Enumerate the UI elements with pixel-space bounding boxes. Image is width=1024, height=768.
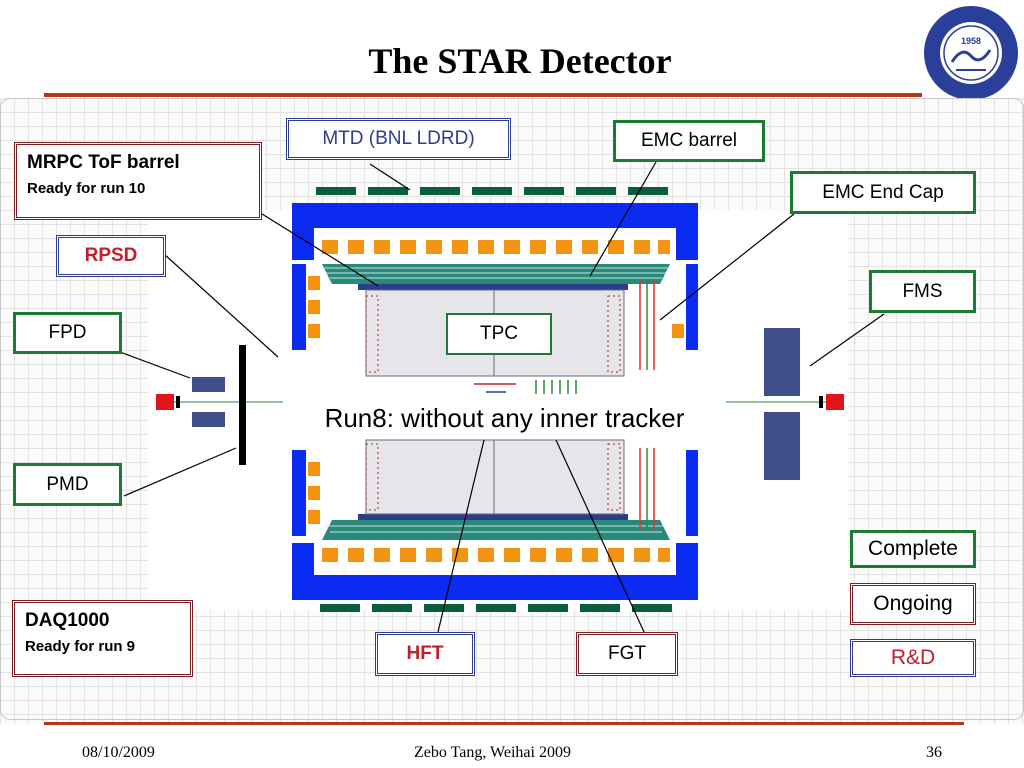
fms-detector-upper xyxy=(764,328,800,396)
fgt-disks xyxy=(535,380,577,394)
legend-complete-text: Complete xyxy=(868,537,958,560)
rpsd-label-text: RPSD xyxy=(84,245,138,266)
emc-endcap-label: EMC End Cap xyxy=(790,171,976,214)
legend-rnd-text: R&D xyxy=(890,646,936,669)
pmd-detector xyxy=(239,345,246,465)
footer-date: 08/10/2009 xyxy=(82,744,155,761)
magnet-bottom xyxy=(292,450,698,600)
footer-rule xyxy=(44,722,964,725)
emc-endcap-label-text: EMC End Cap xyxy=(822,181,944,203)
fpd-detector-upper xyxy=(192,377,225,392)
fgt-label: FGT xyxy=(576,632,678,676)
endcap-lines xyxy=(639,280,655,530)
rpsd-label: RPSD xyxy=(56,235,166,277)
calorimeter-top xyxy=(308,240,684,338)
fms-detector-lower xyxy=(764,412,800,480)
pmd-label: PMD xyxy=(13,463,122,506)
mrpc-tof-status: Ready for run 10 xyxy=(27,180,146,197)
tpc-label-text: TPC xyxy=(480,323,518,344)
mtd-label-text: MTD (BNL LDRD) xyxy=(322,128,475,149)
daq1000-label: DAQ1000 Ready for run 9 xyxy=(12,600,193,677)
emc-barrel-bottom xyxy=(322,514,670,540)
leader-lines xyxy=(119,161,885,633)
fgt-label-text: FGT xyxy=(608,643,646,664)
daq1000-title: DAQ1000 xyxy=(25,610,110,631)
legend-ongoing-text: Ongoing xyxy=(873,592,953,615)
footer-author: Zebo Tang, Weihai 2009 xyxy=(414,744,571,761)
run8-caption: Run8: without any inner tracker xyxy=(283,400,726,436)
slide-title: The STAR Detector xyxy=(368,41,672,81)
fpd-label: FPD xyxy=(13,312,122,354)
hft-label-text: HFT xyxy=(406,643,444,664)
svg-text:1958: 1958 xyxy=(961,36,981,46)
emc-barrel-label: EMC barrel xyxy=(613,120,765,162)
pmd-label-text: PMD xyxy=(46,473,89,495)
legend-complete: Complete xyxy=(850,530,976,568)
mtd-label: MTD (BNL LDRD) xyxy=(286,118,511,160)
tpc-label: TPC xyxy=(446,313,552,355)
emc-barrel-label-text: EMC barrel xyxy=(640,130,738,151)
mrpc-tof-label: MRPC ToF barrel Ready for run 10 xyxy=(14,142,262,220)
hft-label: HFT xyxy=(375,632,475,676)
daq1000-status: Ready for run 9 xyxy=(25,638,136,655)
mtd-trays-top xyxy=(316,187,668,195)
emc-barrel-top xyxy=(322,264,670,290)
title-underline xyxy=(44,93,922,97)
ustc-logo: 1958 xyxy=(924,6,1018,100)
footer-page-number: 36 xyxy=(926,744,942,761)
legend-rnd: R&D xyxy=(850,639,976,677)
fms-label-text: FMS xyxy=(902,280,943,302)
legend-ongoing: Ongoing xyxy=(850,583,976,625)
fms-label: FMS xyxy=(869,270,976,313)
fpd-detector-lower xyxy=(192,412,225,427)
fpd-label-text: FPD xyxy=(48,322,87,343)
mrpc-tof-title: MRPC ToF barrel xyxy=(27,152,180,173)
mtd-trays-bottom xyxy=(320,604,672,612)
